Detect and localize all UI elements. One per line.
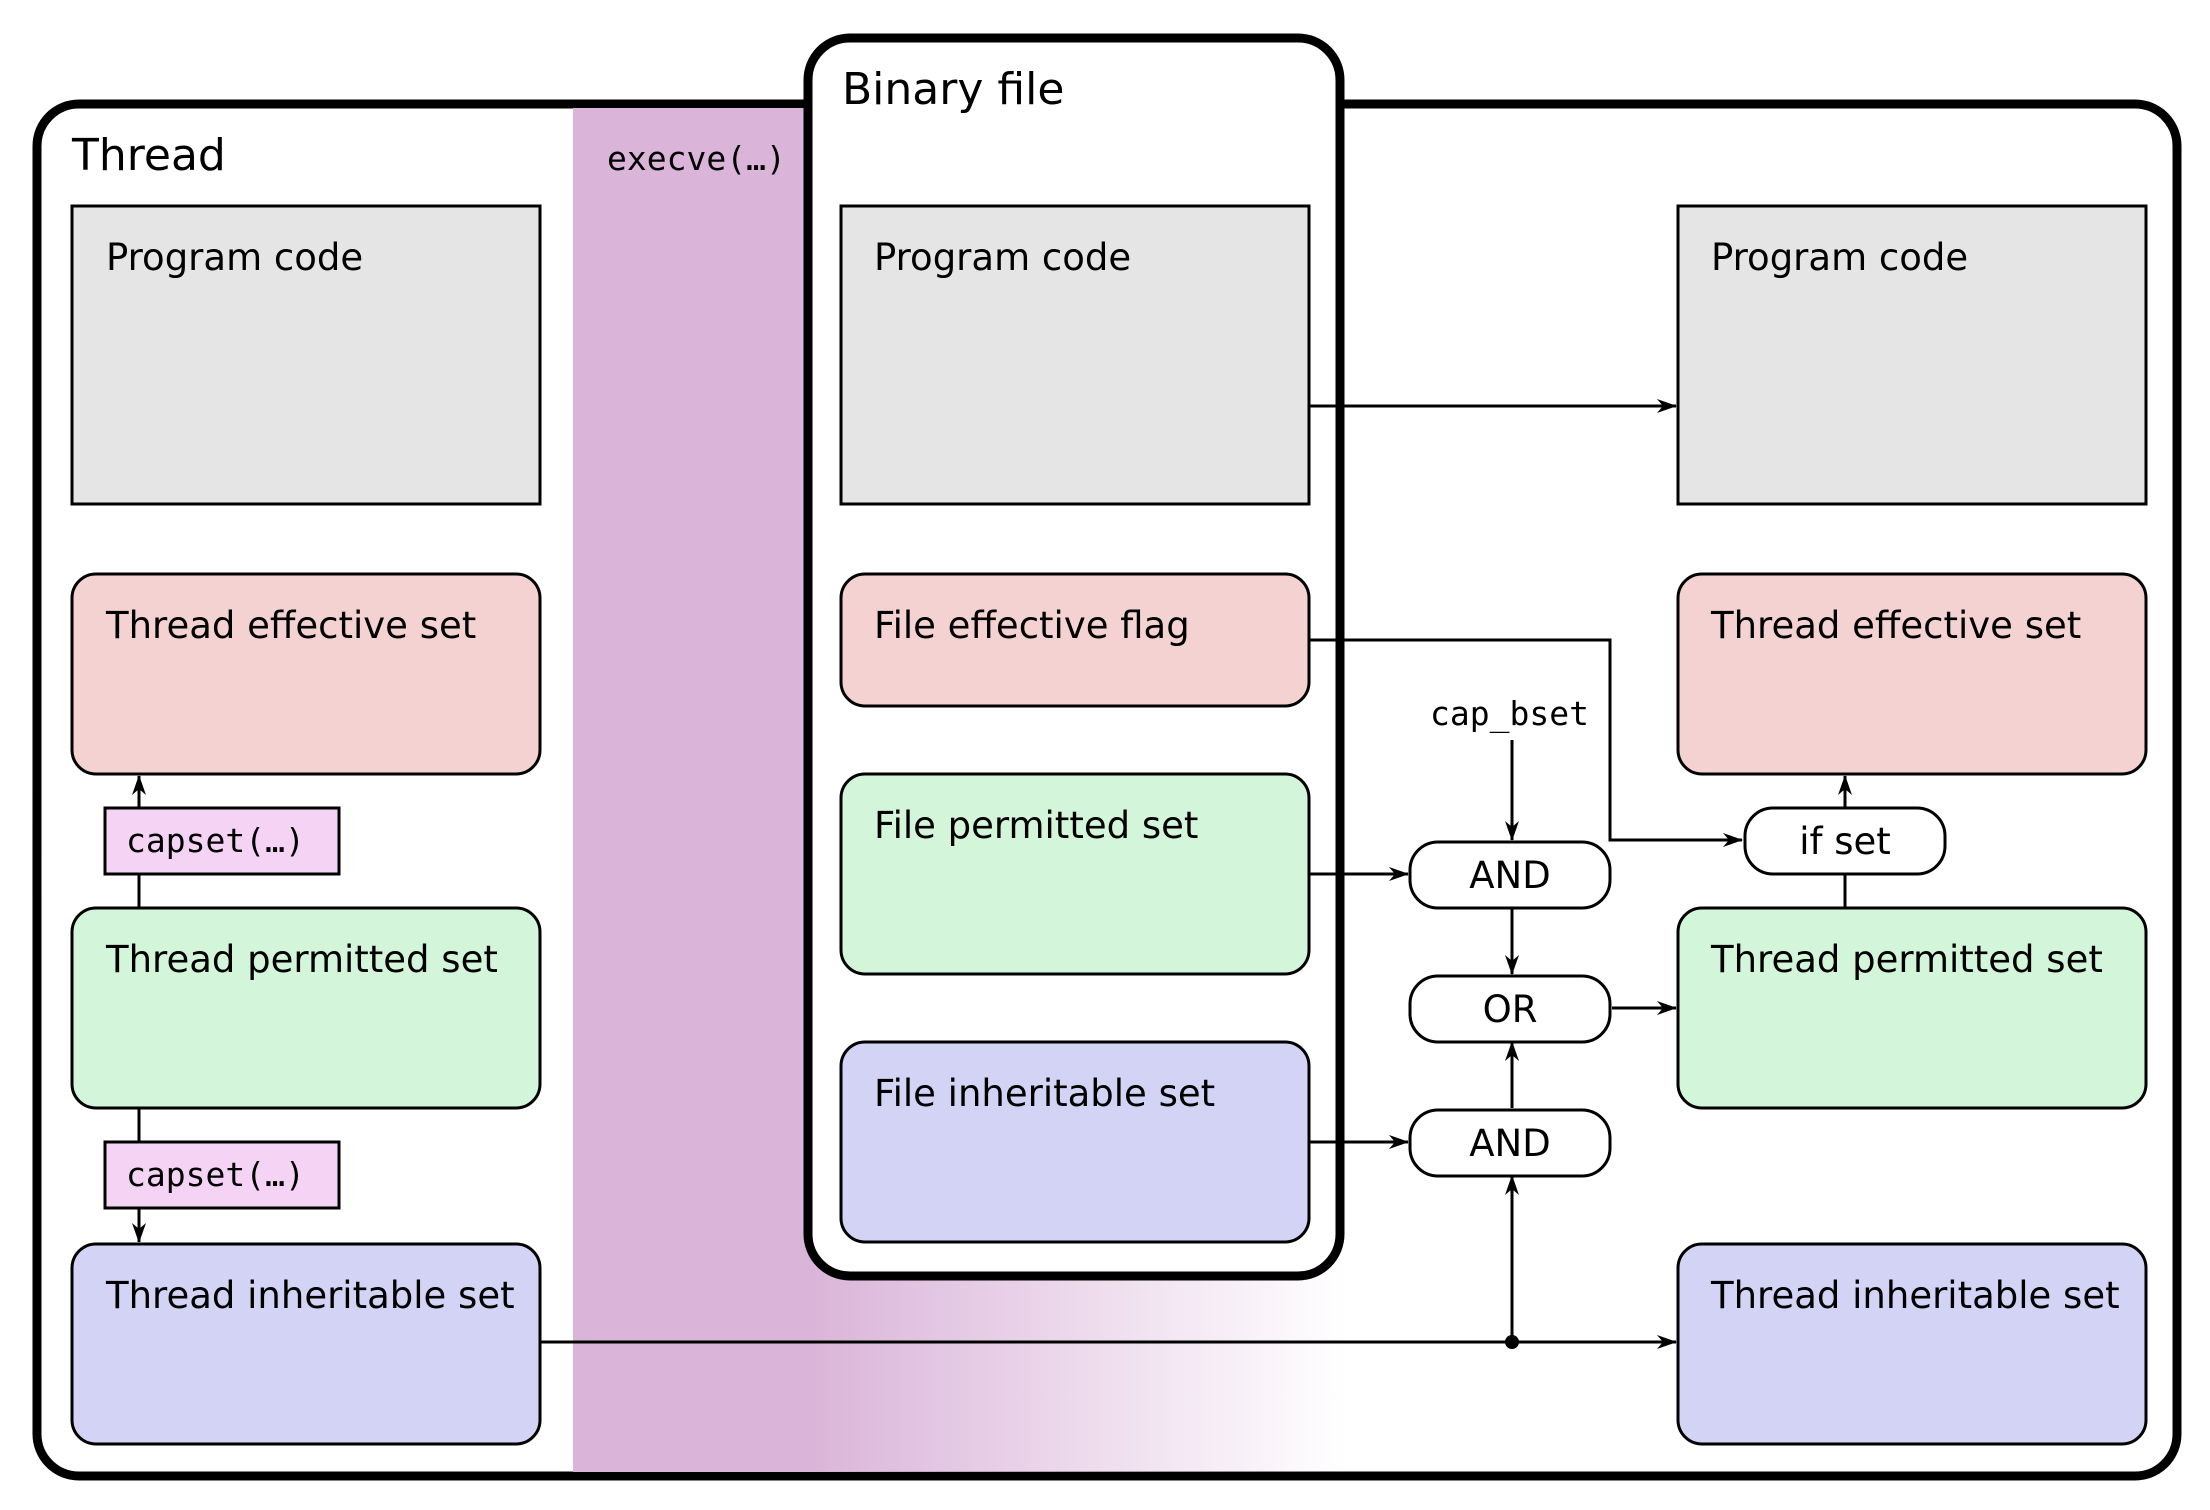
file-permitted-label: File permitted set [874,804,1198,847]
file-program-code-box [839,204,1311,506]
left-permitted-label: Thread permitted set [105,938,498,981]
and-bottom-label: AND [1469,1122,1550,1165]
if-set-label: if set [1799,820,1891,863]
file-effective-flag-label: File effective flag [874,604,1190,647]
or-gate [1408,974,1612,1044]
file-program-code-label: Program code [874,236,1131,279]
left-inheritable-label: Thread inheritable set [105,1274,515,1317]
if-set-gate [1743,806,1947,876]
and-top-gate [1408,840,1612,910]
right-effective-box [1676,572,2148,776]
capset-bottom-tag [103,1140,341,1210]
junction-dot [1505,1335,1519,1349]
execve-label: execve(…) [607,139,786,178]
left-program-code-label: Program code [106,236,363,279]
effective-flag-connector [1309,638,1743,847]
left-effective-label: Thread effective set [105,604,476,647]
cap-bset-label: cap_bset [1430,694,1589,734]
thread-title: Thread [71,130,226,181]
left-effective-box [70,572,542,776]
right-inheritable-label: Thread inheritable set [1710,1274,2120,1317]
capset-top-label: capset(…) [126,821,305,860]
right-program-code-label: Program code [1711,236,1968,279]
and-top-label: AND [1469,854,1550,897]
execve-band [573,108,810,1472]
left-program-code-box [70,204,542,506]
right-program-code-box [1676,204,2148,506]
right-effective-label: Thread effective set [1710,604,2081,647]
capset-top-tag [103,806,341,876]
left-inheritable-box [70,1242,542,1446]
right-inheritable-box [1676,1242,2148,1446]
left-permitted-box [70,906,542,1110]
right-permitted-box [1676,906,2148,1110]
file-inheritable-label: File inheritable set [874,1072,1215,1115]
capset-bottom-label: capset(…) [126,1155,305,1194]
right-permitted-label: Thread permitted set [1710,938,2103,981]
or-label: OR [1483,988,1538,1031]
binary-file-title: Binary file [842,64,1064,115]
and-bottom-gate [1408,1108,1612,1178]
